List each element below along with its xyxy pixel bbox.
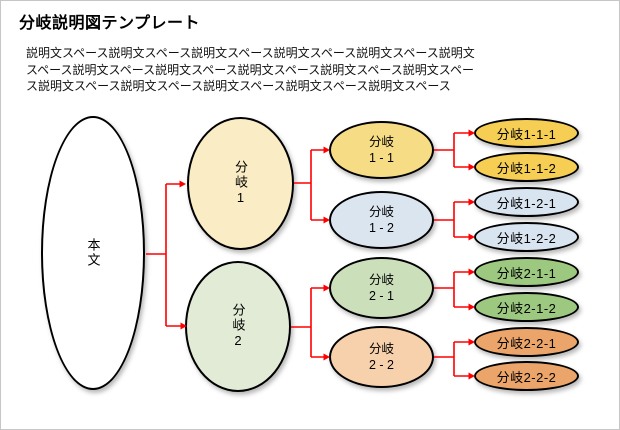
node-branch-1-1-label: 分岐 1 - 1 [368, 134, 394, 165]
node-branch-1: 分岐1 [187, 117, 294, 250]
node-branch-2-2: 分岐 2 - 2 [329, 326, 434, 388]
node-main: 本文 [41, 116, 145, 390]
node-branch-2-1: 分岐 2 - 1 [329, 257, 434, 319]
description-paragraph: 説明文スペース説明文スペース説明文スペース説明文スペース説明文スペース説明文 ス… [26, 45, 601, 95]
description-line: ス説明文スペース説明文スペース説明文スペース説明文スペース説明文スペース [26, 79, 451, 93]
node-branch-1-2-2-label: 分岐1-2-2 [496, 230, 557, 246]
node-branch-2-1-1-label: 分岐2-1-1 [496, 265, 557, 281]
node-branch-2-2-1: 分岐2-2-1 [474, 327, 579, 357]
node-branch-1-1-1-label: 分岐1-1-1 [496, 126, 557, 142]
node-branch-1-2-label: 分岐 1 - 2 [368, 204, 394, 235]
node-branch-1-1-1: 分岐1-1-1 [474, 118, 579, 148]
node-branch-1-1-2: 分岐1-1-2 [474, 152, 579, 182]
page-title: 分岐説明図テンプレート [19, 15, 201, 32]
node-branch-1-2-1-label: 分岐1-2-1 [496, 195, 557, 211]
node-branch-2-1-1: 分岐2-1-1 [474, 257, 579, 287]
node-branch-1-label: 分岐1 [233, 160, 248, 207]
node-branch-1-1: 分岐 1 - 1 [329, 121, 434, 179]
node-branch-2-2-2: 分岐2-2-2 [474, 361, 579, 391]
node-branch-2-label: 分岐2 [230, 303, 246, 350]
node-branch-2-1-label: 分岐 2 - 1 [368, 272, 394, 303]
description-line: 説明文スペース説明文スペース説明文スペース説明文スペース説明文スペース説明文 [26, 46, 475, 60]
node-branch-1-2-2: 分岐1-2-2 [474, 222, 579, 252]
node-branch-2-2-1-label: 分岐2-2-1 [496, 335, 557, 351]
node-main-label: 本文 [85, 238, 101, 268]
node-branch-2: 分岐2 [185, 261, 291, 392]
node-branch-1-2-1: 分岐1-2-1 [474, 187, 579, 217]
node-branch-2-1-2-label: 分岐2-1-2 [496, 300, 557, 316]
node-branch-2-1-2: 分岐2-1-2 [474, 292, 579, 322]
node-branch-2-2-label: 分岐 2 - 2 [368, 341, 394, 372]
node-branch-2-2-2-label: 分岐2-2-2 [496, 369, 557, 385]
description-line: スペース説明文スペース説明文スペース説明文スペース説明文スペース説明文スペー [26, 62, 474, 77]
node-branch-1-2: 分岐 1 - 2 [329, 191, 434, 249]
node-branch-1-1-2-label: 分岐1-1-2 [496, 160, 557, 176]
